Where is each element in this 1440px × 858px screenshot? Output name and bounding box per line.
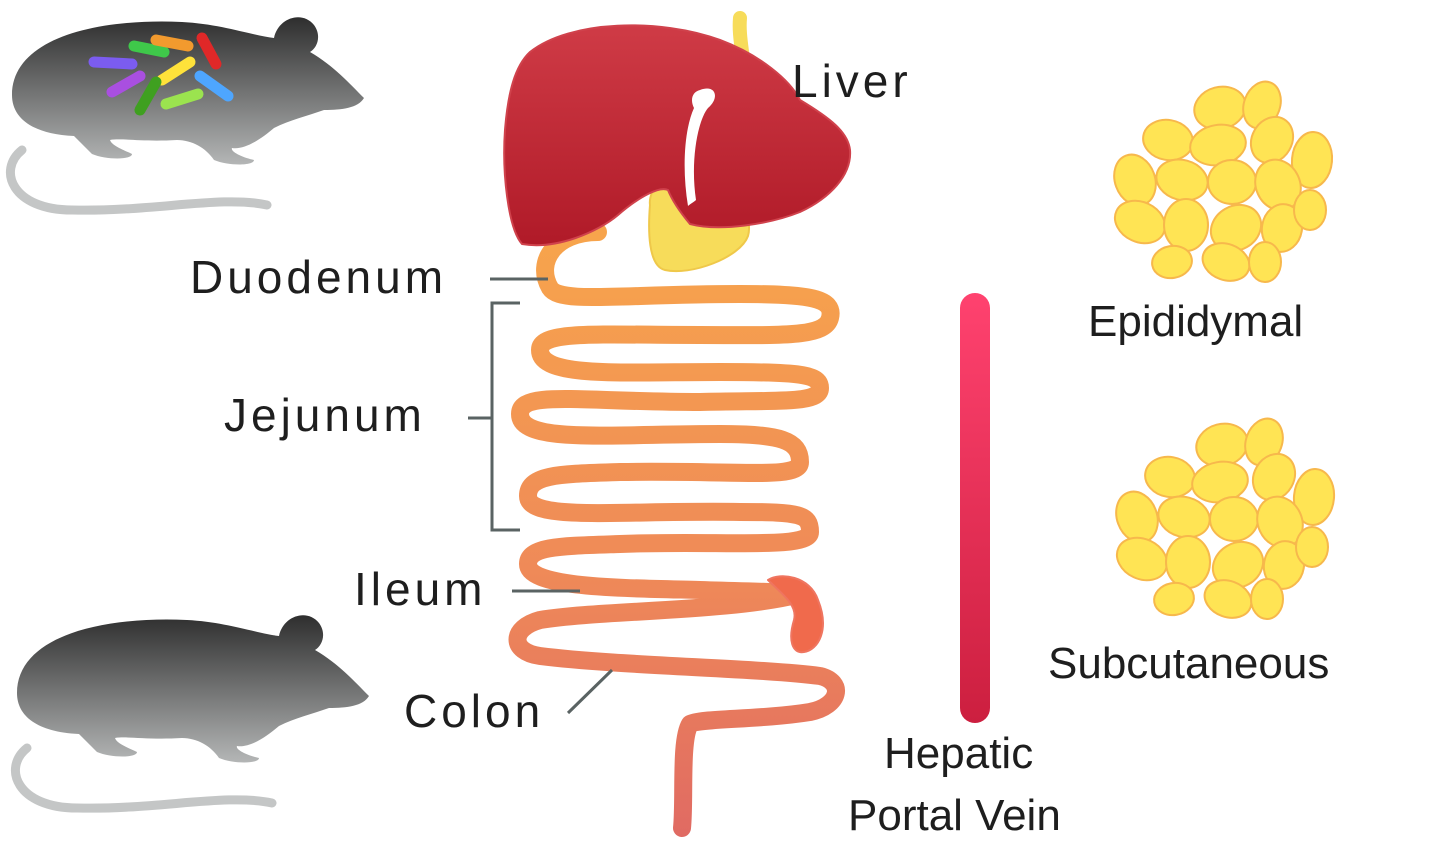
epididymal-label: Epididymal — [1088, 297, 1304, 346]
hepatic-label-line1: Hepatic — [884, 729, 1034, 778]
subcutaneous-fat-icon — [1108, 412, 1338, 626]
germ-free-mouse-icon — [15, 615, 369, 808]
jejunum-label: Jejunum — [224, 389, 426, 441]
intestine-illustration — [508, 223, 845, 837]
microbiota-icon — [88, 32, 234, 116]
colon-label: Colon — [404, 685, 545, 737]
duodenum-label: Duodenum — [190, 251, 448, 303]
hepatic-portal-vein-bar — [960, 293, 990, 723]
epididymal-fat-icon — [1106, 75, 1336, 289]
liver-illustration — [503, 11, 852, 273]
colonized-mouse-icon — [10, 17, 364, 210]
liver-label: Liver — [792, 55, 912, 107]
ileum-label: Ileum — [354, 563, 487, 615]
colon-leader — [566, 668, 614, 715]
cecum-shape — [767, 575, 824, 654]
hepatic-label-line2: Portal Vein — [848, 791, 1061, 840]
leader-lines — [468, 277, 614, 715]
subcutaneous-label: Subcutaneous — [1048, 639, 1330, 688]
